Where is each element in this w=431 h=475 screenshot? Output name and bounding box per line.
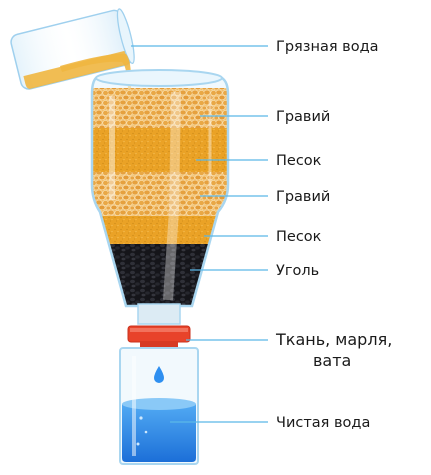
label-cloth-line2: вата xyxy=(313,351,351,370)
dirty-water-stream xyxy=(60,53,132,90)
label-gravel-top: Гравий xyxy=(276,109,330,125)
water-drop xyxy=(154,366,164,383)
label-charcoal: Уголь xyxy=(276,263,319,279)
bottle-neck xyxy=(137,303,181,325)
label-leaders xyxy=(131,45,268,423)
bottle xyxy=(90,69,230,308)
label-sand-top: Песок xyxy=(276,153,322,169)
gravel-layer-bottom xyxy=(92,172,228,216)
gravel-layer-top xyxy=(92,88,228,128)
collector-glass xyxy=(119,347,199,465)
cloth-cap xyxy=(127,325,191,348)
label-cloth-line1: Ткань, марля, xyxy=(275,330,392,349)
sand-layer-top xyxy=(92,128,228,172)
clean-water xyxy=(122,400,196,462)
label-gravel-bottom: Гравий xyxy=(276,189,330,205)
pouring-glass xyxy=(10,8,135,90)
label-clean-water: Чистая вода xyxy=(276,415,370,431)
labels: Грязная вода Гравий Песок Гравий Песок У… xyxy=(275,39,392,431)
label-sand-bottom: Песок xyxy=(276,229,322,245)
label-dirty-water: Грязная вода xyxy=(276,39,379,55)
sand-layer-bottom xyxy=(92,216,228,244)
